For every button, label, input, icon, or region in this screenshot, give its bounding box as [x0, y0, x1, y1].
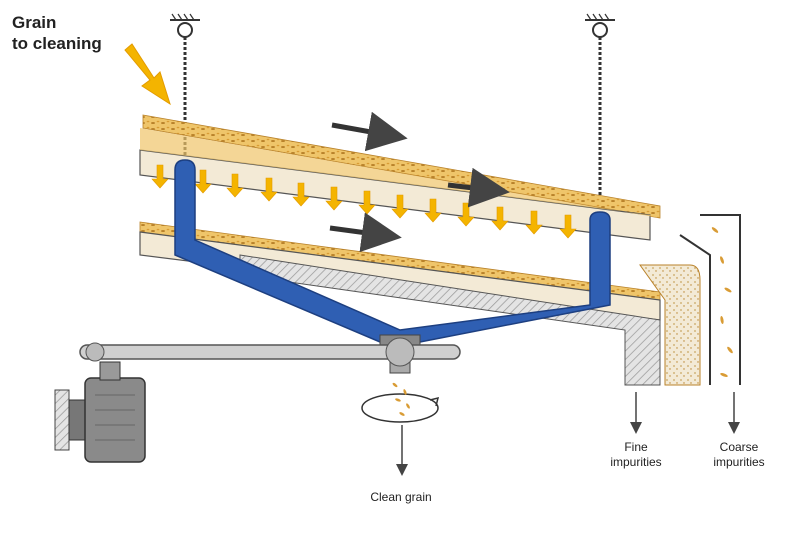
gear-motor-icon [54, 361, 146, 463]
flow-arrows [329, 111, 510, 253]
label-coarse-impurities: Coarse impurities [694, 440, 784, 470]
rotation-icon [361, 393, 440, 423]
lower-screen [139, 221, 661, 321]
clean-grain-particles [392, 382, 410, 416]
upper-screen [139, 114, 661, 241]
grain-input-arrow [124, 43, 171, 106]
output-arrows [396, 392, 740, 476]
side-chute [639, 264, 701, 386]
hanger-right [585, 13, 615, 215]
label-coarse-line1: Coarse [719, 440, 759, 454]
label-grain-to-cleaning: Grain to cleaning [12, 12, 102, 54]
label-grain-line1: Grain [12, 13, 57, 32]
label-fine-impurities: Fine impurities [596, 440, 676, 470]
label-grain-line2: to cleaning [12, 34, 102, 53]
label-fine-line1: Fine [624, 440, 648, 454]
coarse-chute [679, 214, 741, 385]
hanger-icon [177, 22, 193, 38]
label-clean-grain: Clean grain [370, 490, 432, 504]
label-fine-line2: impurities [610, 455, 662, 469]
falling-grain-arrows [151, 164, 577, 239]
label-coarse-line2: impurities [713, 455, 765, 469]
blue-frame [174, 159, 611, 343]
drive-belt [79, 337, 461, 367]
hanger-icon [592, 22, 608, 38]
